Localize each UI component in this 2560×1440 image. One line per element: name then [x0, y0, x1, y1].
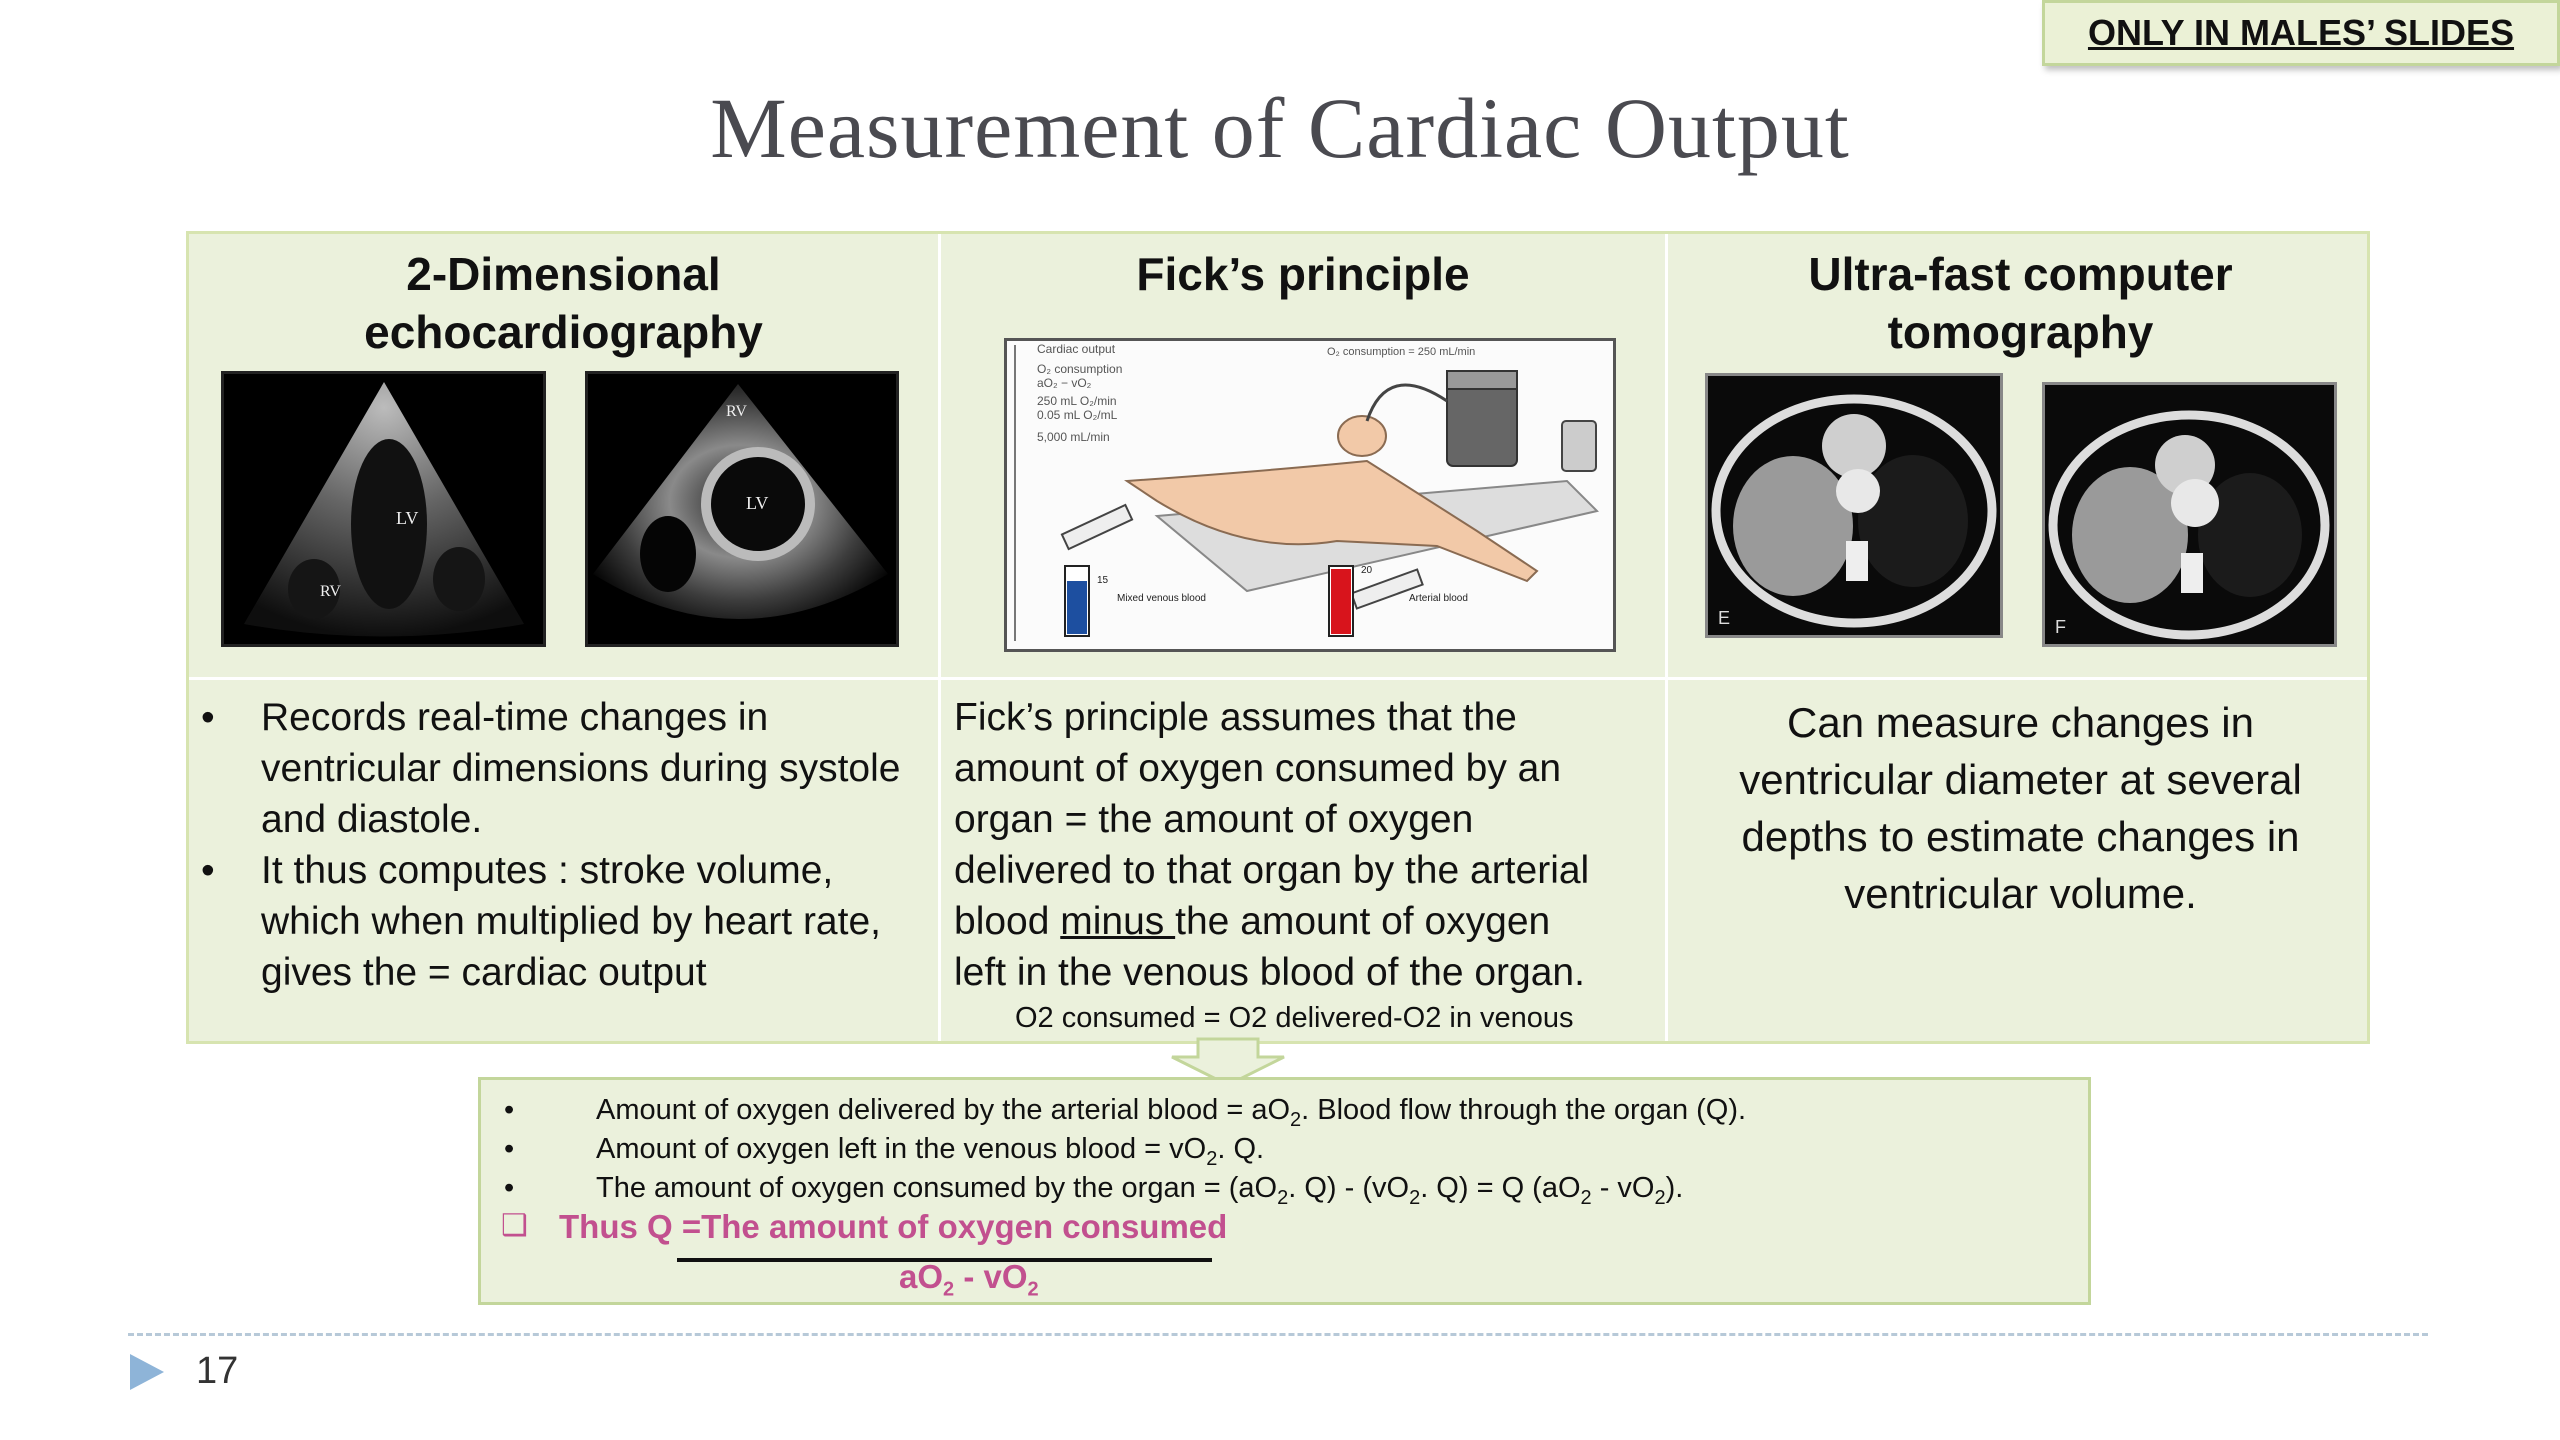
- lv-label: LV: [746, 493, 768, 513]
- fick-heading: Fick’s principle: [1136, 248, 1470, 300]
- lv-label: LV: [396, 508, 418, 528]
- fick-formula-denominator: aO2 - vO2: [899, 1258, 1039, 1301]
- checkbox-bullet-icon: ❑: [501, 1209, 528, 1242]
- list-item: • The amount of oxygen consumed by the o…: [504, 1172, 1684, 1209]
- page-number: 17: [196, 1350, 239, 1392]
- footer-divider: [128, 1333, 2428, 1336]
- svg-text:5,000 mL/min: 5,000 mL/min: [1037, 430, 1110, 444]
- list-item: • Records real-time changes in ventricul…: [201, 696, 901, 841]
- ct-label-e: E: [1718, 608, 1730, 628]
- rv-label: RV: [726, 403, 747, 420]
- males-only-badge: ONLY IN MALES’ SLIDES: [2042, 0, 2560, 66]
- ct-heading: Ultra-fast computer tomography: [1808, 248, 2233, 358]
- down-arrow-icon: [1171, 1037, 1285, 1087]
- list-item: • It thus computes : stroke volume, whic…: [201, 849, 881, 994]
- ct-label-f: F: [2055, 617, 2066, 637]
- fraction-bar: [677, 1258, 1212, 1262]
- svg-text:O₂ consumption = 250 mL/min: O₂ consumption = 250 mL/min: [1327, 346, 1475, 358]
- svg-text:250 mL O₂/min: 250 mL O₂/min: [1037, 394, 1117, 408]
- echo-heading: 2-Dimensional echocardiography: [364, 248, 763, 358]
- ct-scan-image-f: F: [2042, 382, 2337, 647]
- minus-emphasis: minus: [1060, 900, 1176, 943]
- rv-label: RV: [320, 583, 341, 600]
- svg-text:Cardiac output: Cardiac output: [1037, 342, 1116, 356]
- svg-text:15: 15: [1097, 575, 1109, 586]
- column-divider: [1665, 234, 1668, 1041]
- list-item: • Amount of oxygen delivered by the arte…: [504, 1094, 1747, 1131]
- ct-description: Can measure changes in ventricular diame…: [1739, 699, 2302, 917]
- slide-title: Measurement of Cardiac Output: [710, 80, 1850, 176]
- svg-text:20: 20: [1361, 565, 1373, 576]
- fick-formula-numerator: Thus Q =The amount of oxygen consumed: [559, 1208, 1228, 1245]
- ct-scan-image-e: E: [1705, 373, 2003, 638]
- svg-text:Mixed venous blood: Mixed venous blood: [1117, 593, 1206, 604]
- echo-description: • Records real-time changes in ventricul…: [201, 692, 921, 998]
- echo-apical-image: LV RV: [221, 371, 546, 647]
- row-divider: [189, 677, 2367, 680]
- svg-text:Arterial blood: Arterial blood: [1409, 593, 1468, 604]
- svg-text:0.05 mL O₂/mL: 0.05 mL O₂/mL: [1037, 408, 1118, 422]
- fick-equation: O2 consumed = O2 delivered-O2 in venous: [1015, 1002, 1574, 1034]
- svg-text:O₂ consumption: O₂ consumption: [1037, 362, 1122, 376]
- fick-diagram: Cardiac output O₂ consumption aO₂ − vO₂ …: [1004, 338, 1616, 652]
- play-triangle-icon: [130, 1354, 164, 1390]
- echo-short-axis-image: LV RV: [585, 371, 899, 647]
- fick-description: Fick’s principle assumes that the amount…: [954, 696, 1590, 994]
- list-item: • Amount of oxygen left in the venous bl…: [504, 1133, 1265, 1170]
- svg-text:aO₂ − vO₂: aO₂ − vO₂: [1037, 376, 1092, 390]
- column-divider: [938, 234, 941, 1041]
- fick-summary-box: • Amount of oxygen delivered by the arte…: [478, 1077, 2091, 1305]
- comparison-table: 2-Dimensional echocardiography LV RV: [186, 231, 2370, 1044]
